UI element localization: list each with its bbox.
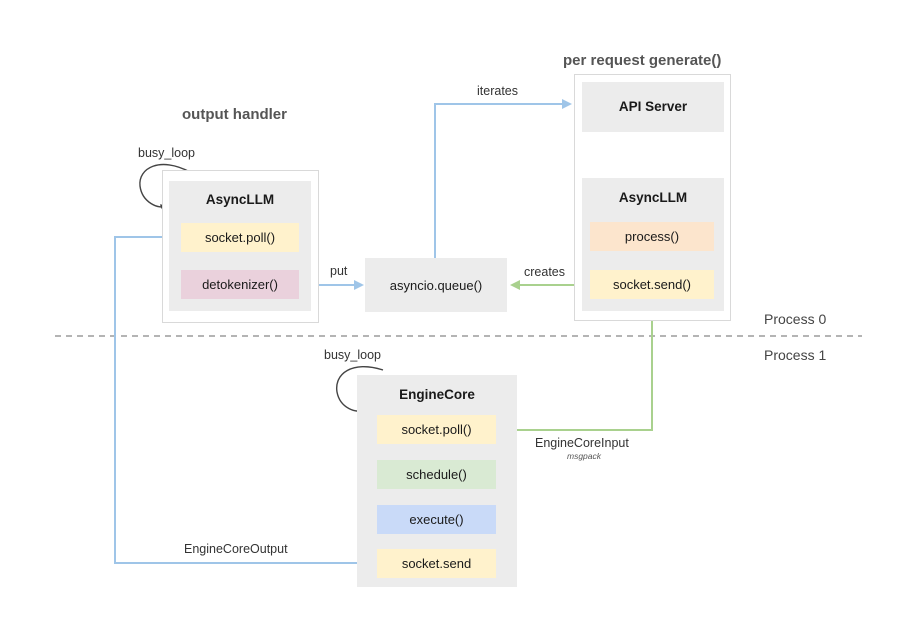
engine-core-input-sublabel: msgpack xyxy=(567,451,602,461)
output-handler-asyncllm-title: AsyncLLM xyxy=(205,192,275,207)
engine-core-output-label: EngineCoreOutput xyxy=(184,542,288,556)
engine-core-output-arrow xyxy=(114,232,377,564)
busy-loop-arrow-output xyxy=(139,163,191,213)
schedule-box: schedule() xyxy=(377,460,496,489)
engine-core-busy-loop-label: busy_loop xyxy=(324,348,381,362)
output-handler-heading: output handler xyxy=(182,106,287,123)
generate-asyncllm-title: AsyncLLM xyxy=(618,190,688,205)
api-server-box xyxy=(582,82,724,132)
per-request-heading: per request generate() xyxy=(563,52,722,69)
engine-core-input-label: EngineCoreInput xyxy=(535,436,629,450)
engine-core-title: EngineCore xyxy=(399,387,475,402)
execute-box: execute() xyxy=(377,505,496,534)
process-1-label: Process 1 xyxy=(764,347,827,363)
output-handler-busy-loop-label: busy_loop xyxy=(138,146,195,160)
process-box: process() xyxy=(590,222,714,251)
asyncio-queue-box: asyncio.queue() xyxy=(365,258,507,312)
output-handler-socket-poll: socket.poll() xyxy=(181,223,299,252)
api-server-title: API Server xyxy=(618,99,688,114)
engine-core-socket-poll: socket.poll() xyxy=(377,415,496,444)
engine-core-input-arrow xyxy=(498,298,653,435)
creates-label: creates xyxy=(524,265,565,279)
detokenizer-box: detokenizer() xyxy=(181,270,299,299)
iterates-arrow xyxy=(434,99,572,258)
iterates-label: iterates xyxy=(477,84,518,98)
engine-core-socket-send: socket.send xyxy=(377,549,496,578)
put-label: put xyxy=(330,264,348,278)
process-0-label: Process 0 xyxy=(764,311,827,327)
busy-loop-arrow-engine xyxy=(336,365,384,417)
generate-socket-send: socket.send() xyxy=(590,270,714,299)
